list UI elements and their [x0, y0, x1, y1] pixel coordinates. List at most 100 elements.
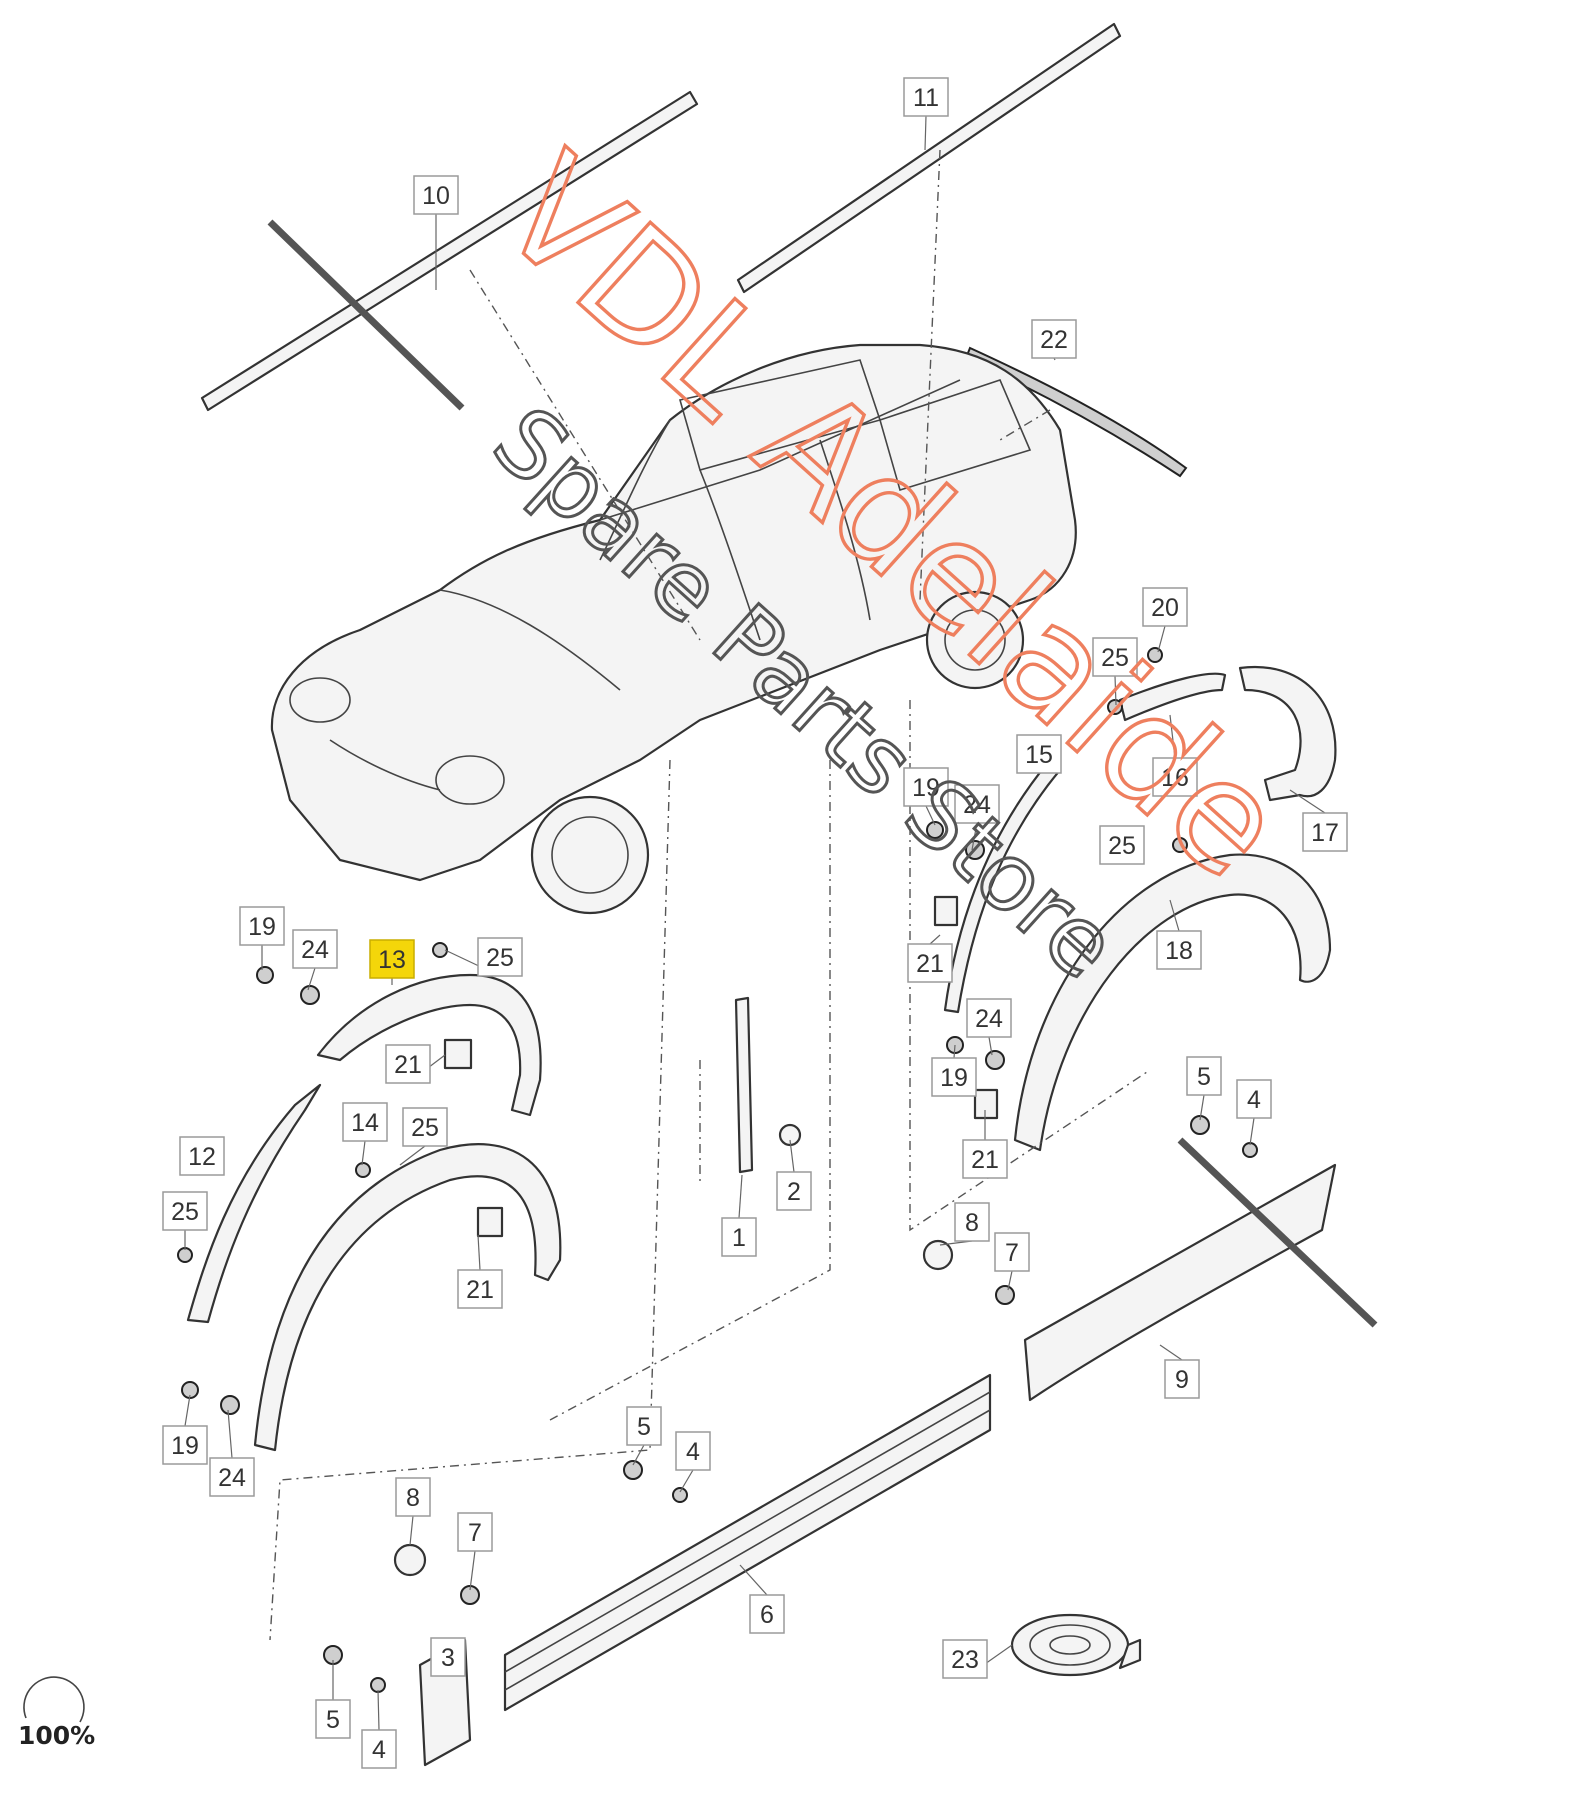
callout-number: 5: [1197, 1063, 1211, 1091]
callout-leader: [971, 822, 978, 851]
callout-box: [1152, 757, 1198, 797]
callout[interactable]: 3: [430, 1637, 466, 1677]
callout-box: [395, 1477, 431, 1517]
callout[interactable]: 21: [907, 934, 953, 983]
callout-leader: [1114, 675, 1117, 706]
callout-number: 3: [441, 1644, 455, 1672]
callout-box: [907, 943, 953, 983]
callout[interactable]: 16: [1152, 714, 1198, 797]
callout[interactable]: 7: [994, 1232, 1030, 1291]
callout-leader: [953, 1044, 956, 1059]
callout-highlighted[interactable]: 13: [369, 939, 415, 985]
adhesive-tape-roll: [1010, 1613, 1142, 1677]
callout[interactable]: 23: [942, 1639, 1013, 1679]
callout-box: [361, 1729, 397, 1769]
callout[interactable]: 21: [457, 1234, 503, 1309]
callout-box: [162, 1425, 208, 1465]
callout[interactable]: 21: [385, 1044, 446, 1084]
callout-leader: [1199, 1094, 1205, 1121]
callout[interactable]: 1: [721, 1174, 757, 1257]
callout[interactable]: 6: [739, 1564, 785, 1634]
callout-box: [315, 1699, 351, 1739]
callout[interactable]: 4: [361, 1689, 397, 1769]
b-pillar-strip: [734, 996, 754, 1174]
callout[interactable]: 5: [626, 1406, 662, 1466]
callout[interactable]: 22: [1031, 319, 1077, 361]
callout[interactable]: 12: [179, 1136, 225, 1176]
callout-box: [385, 1044, 431, 1084]
callout-number: 8: [965, 1209, 979, 1237]
callout[interactable]: 11: [903, 77, 949, 151]
callout[interactable]: 24: [209, 1409, 255, 1497]
callout[interactable]: 4: [1236, 1079, 1272, 1146]
assembly-lines: [269, 149, 1151, 1641]
callout[interactable]: 10: [413, 175, 459, 290]
callout[interactable]: 25: [162, 1191, 208, 1250]
part-drawings: [177, 22, 1337, 1767]
callout[interactable]: 2: [776, 1139, 812, 1211]
callout[interactable]: 18: [1156, 899, 1202, 970]
callout-leader: [738, 1174, 743, 1219]
callout[interactable]: 15: [1016, 734, 1062, 774]
callout-leader: [227, 1409, 233, 1459]
callout-box: [942, 1639, 988, 1679]
callout-number: 1: [732, 1224, 746, 1252]
callout-number: 4: [372, 1736, 386, 1764]
callout-number: 4: [686, 1438, 700, 1466]
callout-box: [962, 1139, 1008, 1179]
callout-box: [413, 175, 459, 215]
callout[interactable]: 5: [1186, 1056, 1222, 1121]
callout[interactable]: 9: [1159, 1344, 1200, 1399]
callout[interactable]: 5: [315, 1660, 351, 1739]
callout-box: [457, 1269, 503, 1309]
callout[interactable]: 17: [1289, 789, 1348, 852]
callout[interactable]: 4: [675, 1431, 711, 1493]
callout[interactable]: 7: [457, 1512, 493, 1591]
callout-number: 9: [1175, 1366, 1189, 1394]
callout-box: [1186, 1056, 1222, 1096]
callout-number: 22: [1040, 326, 1068, 354]
callout[interactable]: 24: [292, 929, 338, 991]
zoom-indicator[interactable]: 100%: [18, 1676, 95, 1750]
callout[interactable]: 8: [939, 1202, 990, 1246]
callout-box: [776, 1171, 812, 1211]
callout-number: 4: [1247, 1086, 1261, 1114]
callout[interactable]: 21: [962, 1110, 1008, 1179]
callout-number: 12: [188, 1143, 216, 1171]
callout-leader: [469, 1550, 476, 1591]
front-wheel-arch-trim-lower: [253, 1143, 562, 1452]
callout-box: [954, 1202, 990, 1242]
callout-box: [430, 1637, 466, 1677]
callout[interactable]: 19: [903, 767, 949, 826]
vehicle-body: [270, 343, 1077, 915]
callout-number: 7: [1005, 1239, 1019, 1267]
callout-box: [1142, 587, 1188, 627]
callout-leader: [1169, 899, 1180, 932]
callout[interactable]: 19: [931, 1044, 977, 1097]
callout[interactable]: 24: [954, 784, 1000, 851]
callout[interactable]: 14: [342, 1102, 388, 1166]
callout[interactable]: 19: [239, 906, 285, 970]
callout-leader: [184, 1394, 191, 1427]
callout[interactable]: 24: [966, 998, 1012, 1056]
callout-number: 19: [940, 1064, 968, 1092]
callout-number: 5: [326, 1706, 340, 1734]
callout-leader: [307, 967, 316, 991]
callout[interactable]: 25: [444, 937, 523, 977]
callout-box: [162, 1191, 208, 1231]
callout-number: 24: [975, 1005, 1003, 1033]
callout-leader: [789, 1139, 795, 1173]
callout-box: [1092, 637, 1138, 677]
callout[interactable]: 25: [1099, 825, 1145, 865]
callout[interactable]: 25: [399, 1107, 448, 1166]
callout-number: 16: [1161, 764, 1189, 792]
callout-box: [954, 784, 1000, 824]
callout[interactable]: 25: [1092, 637, 1138, 706]
callout-leader: [739, 1564, 768, 1596]
callout-number: 25: [411, 1114, 439, 1142]
callout[interactable]: 19: [162, 1394, 208, 1465]
watermark-slash-bottom: [1177, 1137, 1378, 1328]
callout[interactable]: 20: [1142, 587, 1188, 653]
callout[interactable]: 8: [395, 1477, 431, 1546]
